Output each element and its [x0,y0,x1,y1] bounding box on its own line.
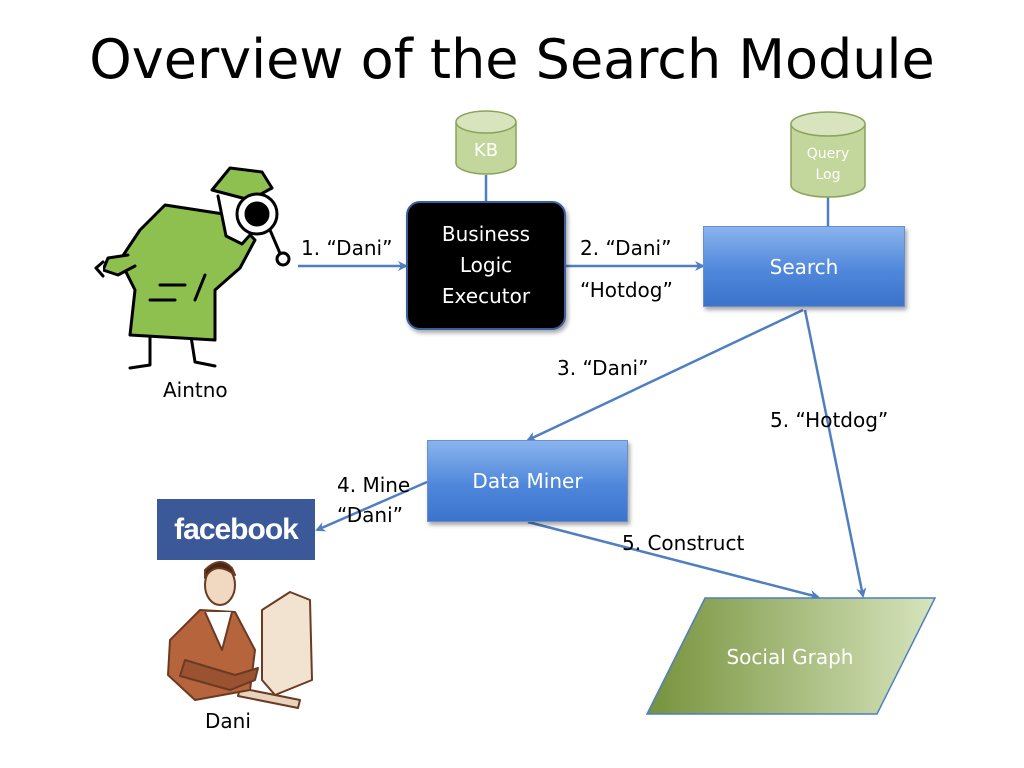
facebook-logo: facebook [157,499,315,560]
social-graph-label: Social Graph [726,645,854,669]
arrow-5-hotdog [803,309,867,598]
edge-label-5-hotdog: 5. “Hotdog” [770,408,889,432]
query-log-line-2: Log [815,167,841,183]
edge-label-2b: “Hotdog” [580,278,673,302]
kb-label: KB [473,140,499,161]
edge-label-4b: “Dani” [337,503,403,527]
query-log-cylinder [790,111,866,198]
edge-label-3: 3. “Dani” [557,356,649,380]
kb-cylinder [455,110,517,175]
search-box: Search [703,226,905,307]
arrow-5-construct [527,520,820,600]
person-icon [167,561,313,709]
business-logic-executor-box: Business Logic Executor [406,201,566,330]
page-title: Overview of the Search Module [89,28,935,91]
arrow-3 [526,308,804,442]
data-miner-box: Data Miner [427,440,628,522]
arrow-4 [315,480,428,532]
edge-label-1: 1. “Dani” [301,236,393,260]
aintno-label: Aintno [163,378,228,402]
ble-line-2: Logic [459,253,513,277]
query-log-label: Query Log [791,144,865,186]
social-graph-shape [645,597,937,715]
ble-line-1: Business [441,222,531,246]
edge-label-4a: 4. Mine [337,473,411,497]
ble-line-3: Executor [441,284,531,308]
query-log-line-1: Query [806,146,850,162]
edge-label-2: 2. “Dani” [580,236,672,260]
edge-label-5-construct: 5. Construct [622,531,745,555]
detective-icon [94,166,291,370]
dani-label: Dani [205,709,251,733]
